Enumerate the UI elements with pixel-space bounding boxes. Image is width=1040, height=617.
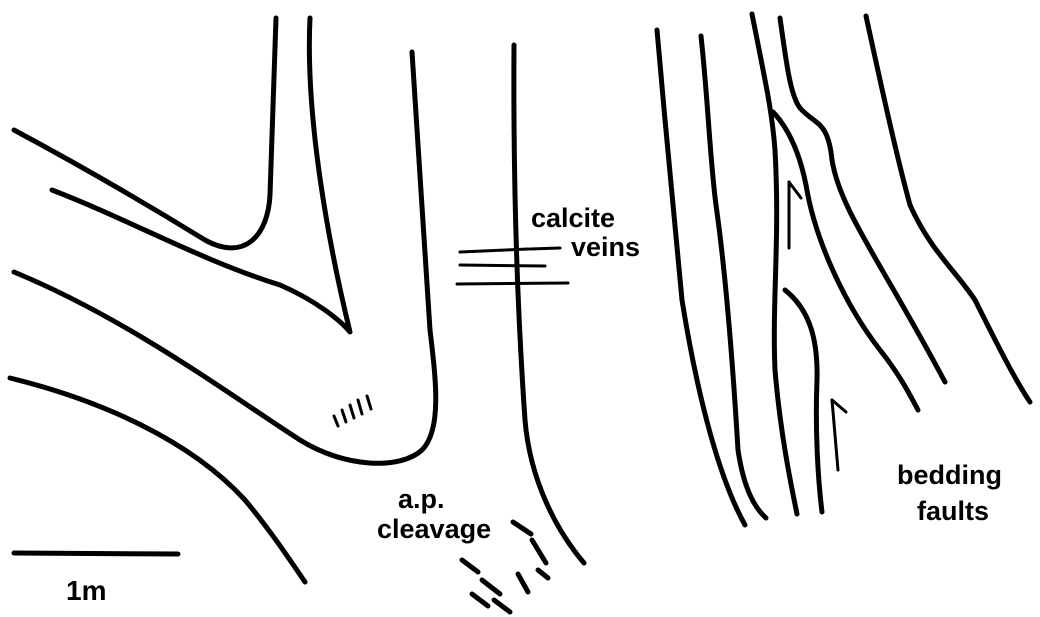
fault-trace-1	[657, 30, 745, 525]
fault-arrow-upper	[789, 182, 801, 248]
fault-trace-5	[866, 16, 1030, 402]
scale-bar	[14, 553, 178, 554]
ap-label: a.p.	[398, 486, 445, 513]
cleavage-label: cleavage	[377, 516, 491, 543]
fold-bedding-traces	[10, 18, 436, 582]
calcite-leader-line	[530, 248, 560, 249]
fault-trace-2	[701, 36, 766, 518]
bedding-label: bedding	[897, 462, 1002, 489]
veins-label: veins	[571, 234, 640, 261]
calcite-label: calcite	[531, 205, 615, 232]
bed-trace-middle	[514, 45, 584, 563]
bedding-fault-traces	[657, 14, 1030, 525]
fault-arrow-lower	[832, 400, 846, 470]
fold-inner-trace-1	[14, 18, 276, 248]
calcite-vein-lines	[457, 248, 568, 284]
fold-hinge-trace	[14, 52, 436, 463]
faults-label: faults	[917, 498, 989, 525]
scale-label: 1m	[66, 577, 106, 605]
hinge-cleavage-ticks	[334, 396, 371, 426]
